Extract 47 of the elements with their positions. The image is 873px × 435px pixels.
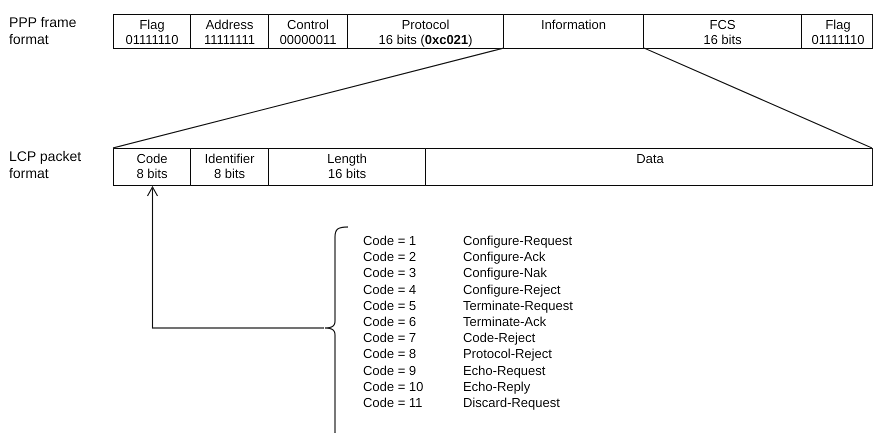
code-value: Code = 3 — [363, 265, 418, 282]
field-name: Flag — [138, 17, 166, 32]
code-value: Code = 2 — [363, 249, 418, 266]
field-size: 01111110 — [124, 32, 180, 47]
row-heading: LCP packet format — [9, 148, 82, 182]
code-value: Code = 7 — [363, 330, 418, 346]
field-size: 8 bits — [212, 166, 246, 181]
code-value: Code = 5 — [363, 298, 418, 314]
code-value: Code = 10 — [363, 378, 424, 396]
expansion-line — [644, 47, 872, 149]
code-value: Code = 4 — [363, 282, 418, 298]
field-name: Protocol — [400, 17, 450, 32]
message-type: Terminate-Ack — [463, 314, 548, 330]
code-value: Code = 6 — [363, 314, 418, 330]
message-type: Configure-Reject — [463, 282, 562, 298]
field-name: Information — [540, 17, 608, 32]
field-name: Code — [135, 151, 169, 166]
field-name: Data — [635, 151, 665, 166]
field-name: Flag — [824, 17, 852, 32]
code-value: Code = 8 — [363, 346, 418, 363]
field-name: Address — [204, 17, 254, 32]
field-name: Length — [326, 151, 368, 166]
code-value: Code = 1 — [363, 233, 418, 250]
field-size: 11111111 — [202, 32, 256, 47]
row-heading: PPP frame format — [9, 14, 78, 48]
field-name: Control — [286, 17, 330, 32]
expansion-line — [112, 47, 504, 149]
field-size: 16 bits — [702, 32, 743, 47]
field-name: FCS — [708, 17, 736, 32]
message-type: Echo-Request — [463, 362, 546, 379]
message-type: Configure-Ack — [463, 249, 546, 266]
field-size: 01111110 — [810, 32, 866, 47]
message-type: Echo-Reply — [463, 378, 532, 396]
message-type: Terminate-Request — [463, 298, 573, 314]
message-type: Protocol-Reject — [463, 346, 553, 363]
message-type: Discard-Request — [463, 395, 561, 412]
field-size: 16 bits (0xc021) — [378, 32, 474, 47]
code-value: Code = 9 — [363, 362, 418, 379]
field-size: 8 bits — [135, 166, 169, 181]
message-type: Code-Reject — [463, 330, 536, 346]
code-value: Code = 11 — [363, 395, 424, 412]
field-name: Identifier — [204, 151, 256, 166]
field-size: 00000011 — [278, 32, 338, 47]
message-type: Configure-Request — [463, 233, 573, 250]
field-size: 16 bits — [326, 166, 368, 181]
arrow — [146, 186, 324, 329]
message-type: Configure-Nak — [463, 265, 548, 282]
